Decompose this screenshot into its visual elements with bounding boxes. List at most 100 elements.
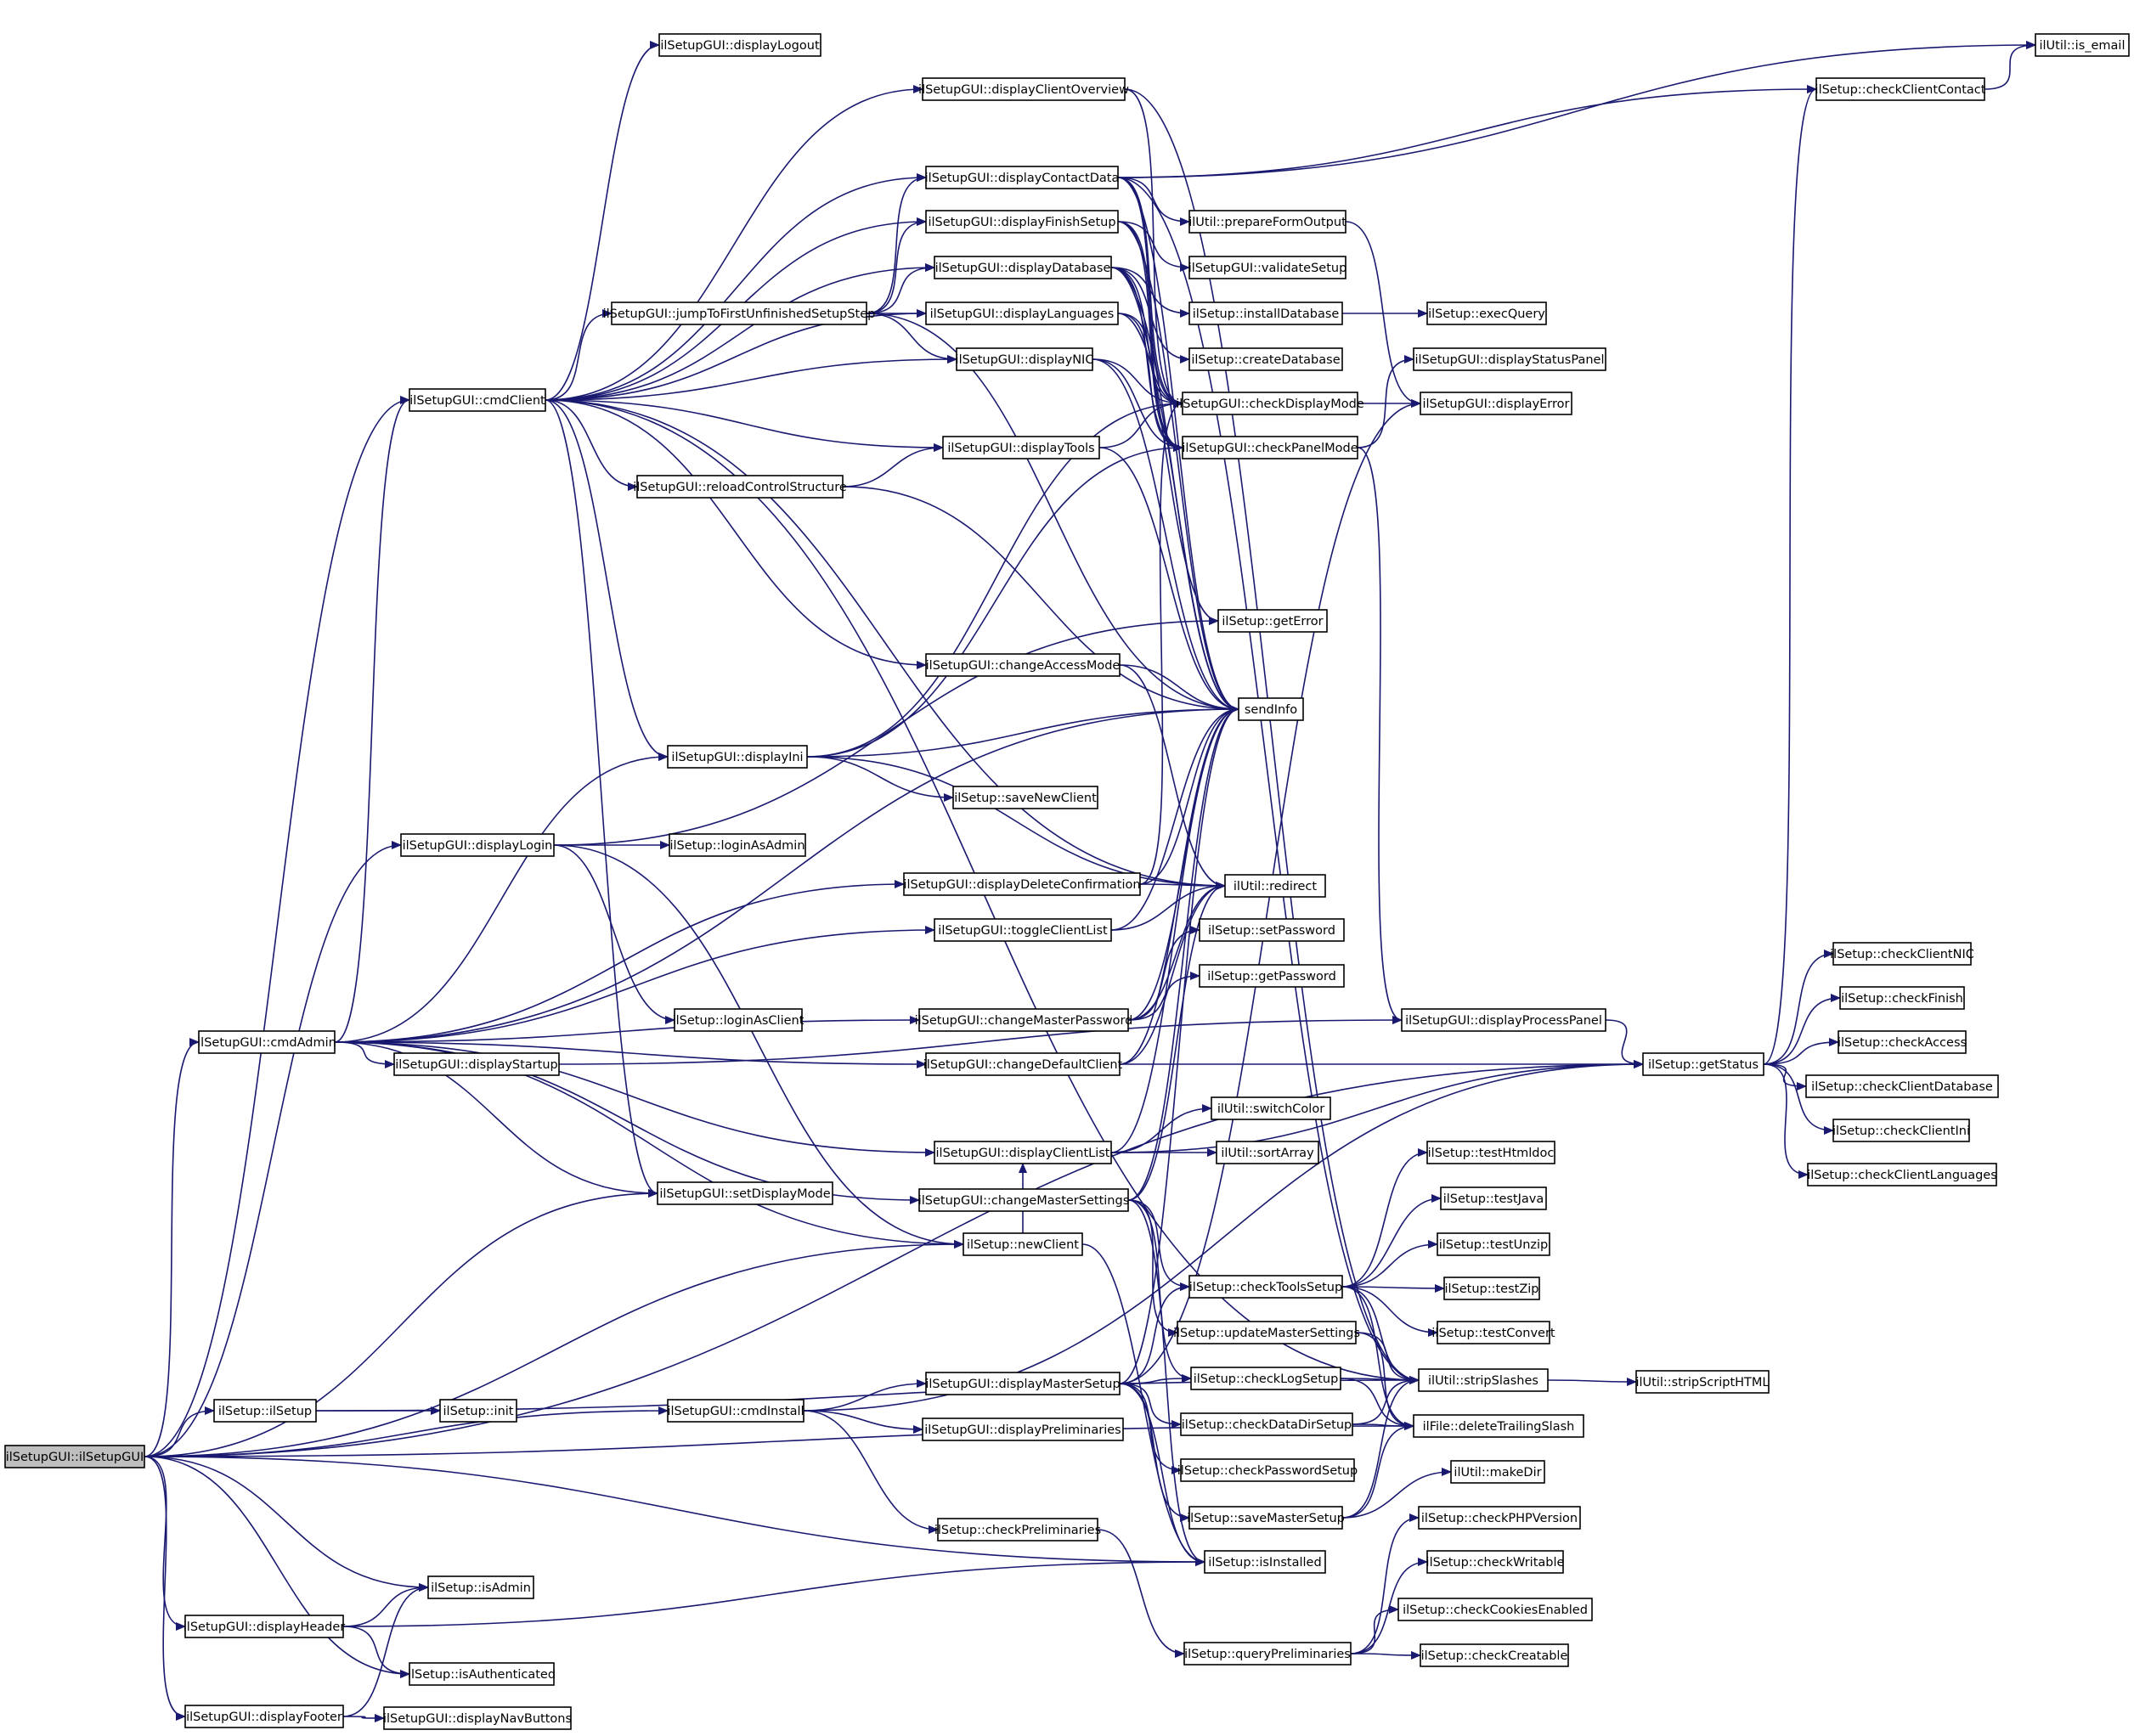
node-testUnzip[interactable]: ilSetup::testUnzip bbox=[1437, 1232, 1550, 1256]
node-reloadControlStructure[interactable]: ilSetupGUI::reloadControlStructure bbox=[633, 475, 847, 499]
node-checkDisplayMode[interactable]: ilSetupGUI::checkDisplayMode bbox=[1176, 392, 1364, 415]
node-root[interactable]: ilSetupGUI::ilSetupGUI bbox=[4, 1445, 145, 1468]
node-changeMasterPassword[interactable]: ilSetupGUI::changeMasterPassword bbox=[915, 1008, 1133, 1032]
node-label: ilSetup::loginAsAdmin bbox=[669, 839, 804, 853]
node-testJava[interactable]: ilSetup::testJava bbox=[1440, 1186, 1547, 1210]
node-box bbox=[934, 256, 1112, 279]
node-setDisplayMode[interactable]: ilSetupGUI::setDisplayMode bbox=[657, 1181, 833, 1205]
node-checkWritable[interactable]: ilSetup::checkWritable bbox=[1426, 1550, 1565, 1574]
node-checkPasswordSetup[interactable]: ilSetup::checkPasswordSetup bbox=[1177, 1458, 1358, 1482]
node-cmdAdmin[interactable]: ilSetupGUI::cmdAdmin bbox=[197, 1030, 336, 1054]
edge-cmdAdmin-to-displayIni bbox=[334, 752, 669, 1043]
node-redirect[interactable]: ilUtil::redirect bbox=[1224, 874, 1326, 898]
node-validateSetup[interactable]: ilSetupGUI::validateSetup bbox=[1188, 256, 1347, 279]
node-displayContactData[interactable]: ilSetupGUI::displayContactData bbox=[925, 166, 1120, 189]
node-getPassword[interactable]: ilSetup::getPassword bbox=[1199, 964, 1345, 988]
node-displayLogin[interactable]: ilSetupGUI::displayLogin bbox=[400, 833, 555, 857]
node-isAuthenticated[interactable]: ilSetup::isAuthenticated bbox=[408, 1662, 556, 1686]
node-toggleClientList[interactable]: ilSetupGUI::toggleClientList bbox=[934, 918, 1112, 942]
node-testZip[interactable]: ilSetup::testZip bbox=[1443, 1277, 1540, 1300]
node-displayError[interactable]: ilSetupGUI::displayError bbox=[1420, 392, 1572, 415]
node-displayStatusPanel[interactable]: ilSetupGUI::displayStatusPanel bbox=[1413, 347, 1606, 371]
node-prepareFormOutput[interactable]: ilUtil::prepareFormOutput bbox=[1188, 210, 1346, 234]
node-saveMasterSetup[interactable]: ilSetup::saveMasterSetup bbox=[1187, 1506, 1345, 1530]
node-displayLogout[interactable]: ilSetupGUI::displayLogout bbox=[658, 33, 821, 57]
node-box bbox=[1426, 1550, 1564, 1574]
node-box bbox=[937, 1518, 1098, 1542]
node-displayDeleteConfirmation[interactable]: ilSetupGUI::displayDeleteConfirmation bbox=[903, 872, 1141, 896]
edge-checkToolsSetup-to-testJava bbox=[1341, 1194, 1442, 1288]
node-checkAccess[interactable]: ilSetup::checkAccess bbox=[1838, 1030, 1967, 1054]
node-box bbox=[952, 786, 1098, 809]
node-createDatabase[interactable]: ilSetup::createDatabase bbox=[1188, 347, 1343, 371]
node-checkClientDatabase[interactable]: ilSetup::checkClientDatabase bbox=[1805, 1074, 1999, 1098]
node-label: ilSetup::checkPasswordSetup bbox=[1177, 1464, 1358, 1478]
node-checkDataDirSetup[interactable]: ilSetup::checkDataDirSetup bbox=[1180, 1412, 1353, 1436]
node-installDatabase[interactable]: ilSetup::installDatabase bbox=[1188, 302, 1343, 325]
node-displayHeader[interactable]: ilSetupGUI::displayHeader bbox=[183, 1615, 345, 1638]
node-displayIni[interactable]: ilSetupGUI::displayIni bbox=[667, 745, 808, 769]
node-setPassword[interactable]: ilSetup::setPassword bbox=[1199, 918, 1345, 942]
node-checkClientContact[interactable]: ilSetup::checkClientContact bbox=[1815, 77, 1986, 101]
node-displayFooter[interactable]: ilSetupGUI::displayFooter bbox=[184, 1705, 344, 1728]
node-changeAccessMode[interactable]: ilSetupGUI::changeAccessMode bbox=[925, 653, 1121, 677]
node-getStatus[interactable]: ilSetup::getStatus bbox=[1642, 1052, 1764, 1076]
node-displayClientOverview[interactable]: ilSetupGUI::displayClientOverview bbox=[918, 77, 1129, 101]
node-ilSetup[interactable]: ilSetup::ilSetup bbox=[213, 1399, 317, 1423]
node-sendInfo[interactable]: sendInfo bbox=[1238, 697, 1304, 721]
node-displayNIC[interactable]: ilSetupGUI::displayNIC bbox=[956, 347, 1094, 371]
node-jumpTo[interactable]: ilSetupGUI::jumpToFirstUnfinishedSetupSt… bbox=[603, 302, 876, 325]
node-displayLanguages[interactable]: ilSetupGUI::displayLanguages bbox=[925, 302, 1119, 325]
node-label: ilSetup::newClient bbox=[967, 1238, 1079, 1252]
node-label: ilUtil::is_email bbox=[2039, 39, 2125, 53]
node-checkPHPVersion[interactable]: ilSetup::checkPHPVersion bbox=[1418, 1506, 1581, 1530]
node-displayProcessPanel[interactable]: ilSetupGUI::displayProcessPanel bbox=[1401, 1008, 1606, 1032]
node-displayDatabase[interactable]: ilSetupGUI::displayDatabase bbox=[934, 256, 1112, 279]
node-init[interactable]: ilSetup::init bbox=[439, 1399, 517, 1423]
node-checkCookiesEnabled[interactable]: ilSetup::checkCookiesEnabled bbox=[1397, 1598, 1593, 1621]
node-saveNewClient[interactable]: ilSetup::saveNewClient bbox=[952, 786, 1098, 809]
node-isAdmin[interactable]: ilSetup::isAdmin bbox=[427, 1575, 534, 1599]
node-checkToolsSetup[interactable]: ilSetup::checkToolsSetup bbox=[1188, 1275, 1343, 1299]
node-sortArray[interactable]: ilUtil::sortArray bbox=[1216, 1141, 1319, 1164]
node-switchColor[interactable]: ilUtil::switchColor bbox=[1211, 1096, 1331, 1120]
node-testHtmldoc[interactable]: ilSetup::testHtmldoc bbox=[1426, 1141, 1555, 1164]
node-displayMasterSetup[interactable]: ilSetupGUI::displayMasterSetup bbox=[925, 1372, 1121, 1395]
node-newClient[interactable]: ilSetup::newClient bbox=[963, 1232, 1083, 1256]
node-box bbox=[4, 1445, 145, 1468]
node-makeDir[interactable]: ilUtil::makeDir bbox=[1450, 1460, 1545, 1484]
node-loginAsClient[interactable]: ilSetup::loginAsClient bbox=[673, 1008, 804, 1032]
node-checkPanelMode[interactable]: ilSetupGUI::checkPanelMode bbox=[1182, 436, 1358, 459]
node-updateMasterSettings[interactable]: ilSetup::updateMasterSettings bbox=[1173, 1321, 1360, 1344]
node-displayTools[interactable]: ilSetupGUI::displayTools bbox=[942, 436, 1100, 459]
node-checkCreatable[interactable]: ilSetup::checkCreatable bbox=[1420, 1643, 1569, 1667]
node-cmdInstall[interactable]: ilSetupGUI::cmdInstall bbox=[667, 1399, 804, 1423]
node-execQuery[interactable]: ilSetup::execQuery bbox=[1426, 302, 1547, 325]
node-displayNavButtons[interactable]: ilSetupGUI::displayNavButtons bbox=[383, 1706, 572, 1730]
node-checkClientLanguages[interactable]: ilSetup::checkClientLanguages bbox=[1807, 1163, 1997, 1186]
node-isEmail[interactable]: ilUtil::is_email bbox=[2035, 33, 2130, 57]
node-checkClientNIC[interactable]: ilSetup::checkClientNIC bbox=[1830, 942, 1974, 966]
node-changeDefaultClient[interactable]: ilSetupGUI::changeDefaultClient bbox=[923, 1052, 1123, 1076]
node-box bbox=[1440, 1186, 1547, 1210]
node-getError[interactable]: ilSetup::getError bbox=[1217, 609, 1328, 633]
node-displayPreliminaries[interactable]: ilSetupGUI::displayPreliminaries bbox=[922, 1418, 1124, 1441]
node-checkPreliminaries[interactable]: ilSetup::checkPreliminaries bbox=[934, 1518, 1101, 1542]
node-displayStartup[interactable]: ilSetupGUI::displayStartup bbox=[393, 1052, 560, 1076]
node-checkLogSetup[interactable]: ilSetup::checkLogSetup bbox=[1190, 1367, 1341, 1390]
node-isInstalled[interactable]: ilSetup::isInstalled bbox=[1204, 1550, 1326, 1574]
node-checkClientIni[interactable]: ilSetup::checkClientIni bbox=[1832, 1119, 1970, 1142]
node-testConvert[interactable]: ilSetup::testConvert bbox=[1431, 1321, 1555, 1344]
node-queryPreliminaries[interactable]: ilSetup::queryPreliminaries bbox=[1183, 1642, 1352, 1666]
node-displayClientList[interactable]: ilSetupGUI::displayClientList bbox=[934, 1141, 1112, 1164]
node-stripSlashes[interactable]: ilUtil::stripSlashes bbox=[1418, 1368, 1549, 1392]
node-deleteTrailingSlash[interactable]: ilFile::deleteTrailingSlash bbox=[1413, 1414, 1584, 1438]
edge-root-to-isAuthenticated bbox=[144, 1456, 410, 1678]
node-loginAsAdmin[interactable]: ilSetup::loginAsAdmin bbox=[669, 833, 806, 857]
node-stripScriptHTML[interactable]: ilUtil::stripScriptHTML bbox=[1635, 1370, 1770, 1394]
node-changeMasterSettings[interactable]: ilSetupGUI::changeMasterSettings bbox=[918, 1188, 1130, 1212]
node-cmdClient[interactable]: ilSetupGUI::cmdClient bbox=[409, 388, 546, 412]
node-displayFinishSetup[interactable]: ilSetupGUI::displayFinishSetup bbox=[925, 210, 1119, 234]
node-label: ilSetup::checkToolsSetup bbox=[1189, 1281, 1342, 1294]
node-checkFinish[interactable]: ilSetup::checkFinish bbox=[1839, 986, 1965, 1010]
